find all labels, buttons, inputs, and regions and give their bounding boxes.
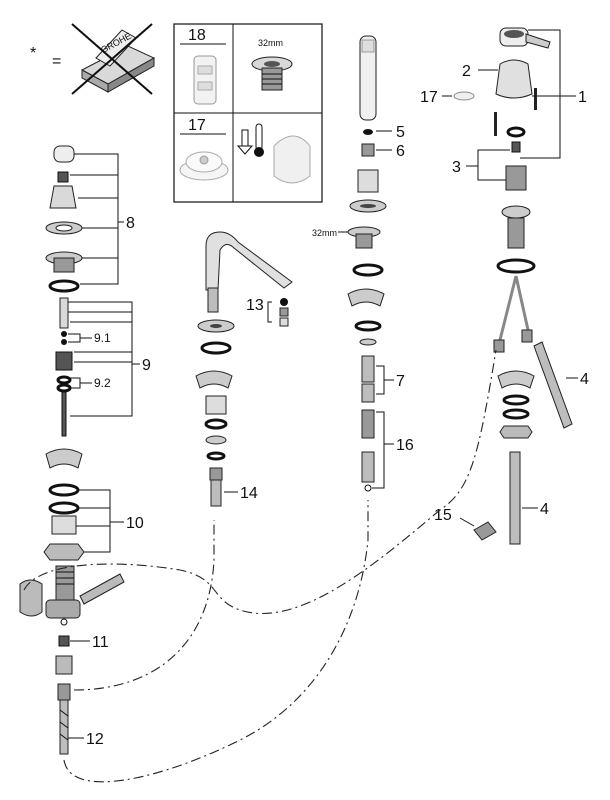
spare-parts-inset: 18 17 32mm	[173, 23, 323, 203]
spout-assembly	[195, 231, 293, 507]
asterisk-symbol: *	[30, 45, 36, 62]
hand-shower-assembly	[347, 35, 387, 492]
callout-3: 3	[452, 159, 461, 176]
limiter-cap-icon	[179, 151, 229, 181]
callout-9-2: 9.2	[94, 376, 111, 390]
crossed-out-box-icon: GROHE	[71, 23, 156, 95]
connection-path-left	[73, 520, 215, 691]
handle-valve-assembly	[453, 27, 573, 545]
inset-dimension-32mm: 32mm	[258, 38, 283, 48]
callout-8: 8	[126, 215, 135, 232]
callout-4-upper: 4	[580, 371, 589, 388]
callout-7: 7	[396, 373, 405, 390]
inset-label-18: 18	[188, 27, 206, 44]
callout-17: 17	[420, 89, 438, 106]
left-valve-assembly	[19, 145, 125, 755]
callout-12: 12	[86, 731, 104, 748]
callout-10: 10	[126, 515, 144, 532]
shower-dimension-32mm: 32mm	[312, 228, 337, 238]
callout-2: 2	[462, 63, 471, 80]
threaded-adapter-icon	[251, 56, 293, 91]
cartridge-icon	[193, 55, 217, 105]
temperature-limit-icon	[236, 123, 311, 184]
callout-6: 6	[396, 143, 405, 160]
callout-14: 14	[240, 485, 258, 502]
callout-15: 15	[434, 507, 452, 524]
connection-path-lower	[63, 500, 369, 783]
callout-16: 16	[396, 437, 414, 454]
callout-1: 1	[578, 89, 587, 106]
callout-4-lower: 4	[540, 501, 549, 518]
inset-label-17: 17	[188, 117, 206, 134]
connection-path-body	[23, 349, 497, 615]
callout-13: 13	[246, 297, 264, 314]
equals-symbol: =	[52, 53, 61, 70]
callout-5: 5	[396, 124, 405, 141]
callout-11: 11	[92, 634, 109, 651]
callout-9: 9	[142, 357, 151, 374]
callout-9-1: 9.1	[94, 331, 111, 345]
